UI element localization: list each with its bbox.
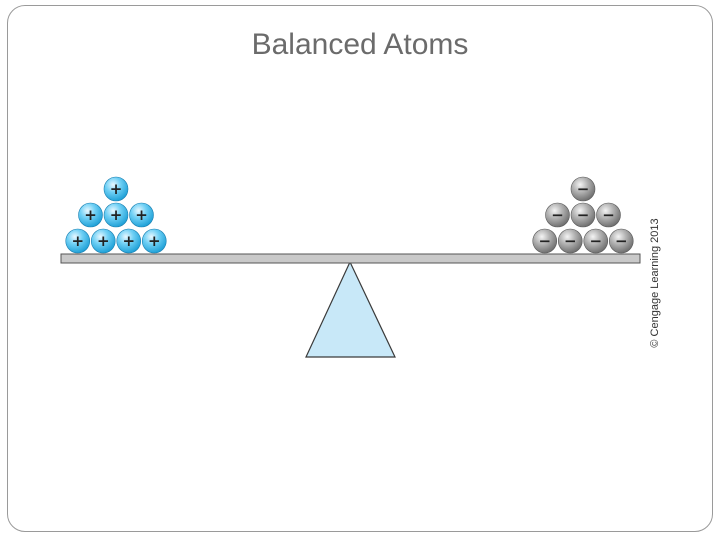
proton-ball: + bbox=[103, 176, 129, 202]
proton-sphere bbox=[116, 228, 142, 254]
proton-sphere bbox=[129, 202, 154, 228]
electron-sign: − bbox=[615, 232, 628, 250]
slide-frame bbox=[7, 5, 713, 532]
proton-ball: + bbox=[78, 202, 103, 228]
electron-ball: − bbox=[583, 228, 609, 254]
electron-sphere bbox=[545, 202, 570, 228]
electron-sphere bbox=[583, 228, 609, 254]
proton-sphere bbox=[78, 202, 103, 228]
electron-ball: − bbox=[596, 202, 621, 228]
proton-sphere bbox=[141, 228, 167, 254]
electron-ball: − bbox=[570, 202, 596, 228]
electron-sphere bbox=[608, 228, 634, 254]
electron-sphere bbox=[596, 202, 621, 228]
electron-sphere bbox=[557, 228, 583, 254]
proton-ball: + bbox=[129, 202, 154, 228]
proton-ball: + bbox=[141, 228, 167, 254]
fulcrum-triangle bbox=[305, 260, 396, 358]
proton-sphere bbox=[103, 176, 129, 202]
electron-ball: − bbox=[545, 202, 570, 228]
proton-sphere bbox=[103, 202, 129, 228]
proton-ball: + bbox=[65, 228, 91, 254]
electron-sphere bbox=[532, 228, 558, 254]
electron-ball: − bbox=[557, 228, 583, 254]
electron-sign: − bbox=[551, 206, 564, 224]
slide-title: Balanced Atoms bbox=[251, 28, 469, 61]
electron-sphere bbox=[570, 176, 596, 202]
proton-sign: + bbox=[110, 206, 123, 224]
balance-beam bbox=[60, 253, 641, 264]
proton-sign: + bbox=[97, 232, 110, 250]
proton-sign: + bbox=[71, 232, 84, 250]
electron-sign: − bbox=[589, 232, 602, 250]
electron-ball: − bbox=[608, 228, 634, 254]
copyright-credit: © Cengage Learning 2013 bbox=[649, 218, 661, 348]
proton-sign: + bbox=[148, 232, 161, 250]
electron-sphere bbox=[570, 202, 596, 228]
proton-sign: + bbox=[84, 206, 97, 224]
electron-sign: − bbox=[577, 180, 590, 198]
proton-ball: + bbox=[90, 228, 116, 254]
negative-charge-pile: −−−−−−−− bbox=[532, 176, 634, 254]
proton-sphere bbox=[90, 228, 116, 254]
proton-sign: + bbox=[135, 206, 148, 224]
electron-sign: − bbox=[564, 232, 577, 250]
electron-ball: − bbox=[570, 176, 596, 202]
proton-sign: + bbox=[110, 180, 123, 198]
electron-sign: − bbox=[538, 232, 551, 250]
proton-sign: + bbox=[122, 232, 135, 250]
proton-ball: + bbox=[116, 228, 142, 254]
electron-sign: − bbox=[577, 206, 590, 224]
proton-sphere bbox=[65, 228, 91, 254]
positive-charge-pile: ++++++++ bbox=[65, 176, 167, 254]
electron-sign: − bbox=[602, 206, 615, 224]
electron-ball: − bbox=[532, 228, 558, 254]
proton-ball: + bbox=[103, 202, 129, 228]
